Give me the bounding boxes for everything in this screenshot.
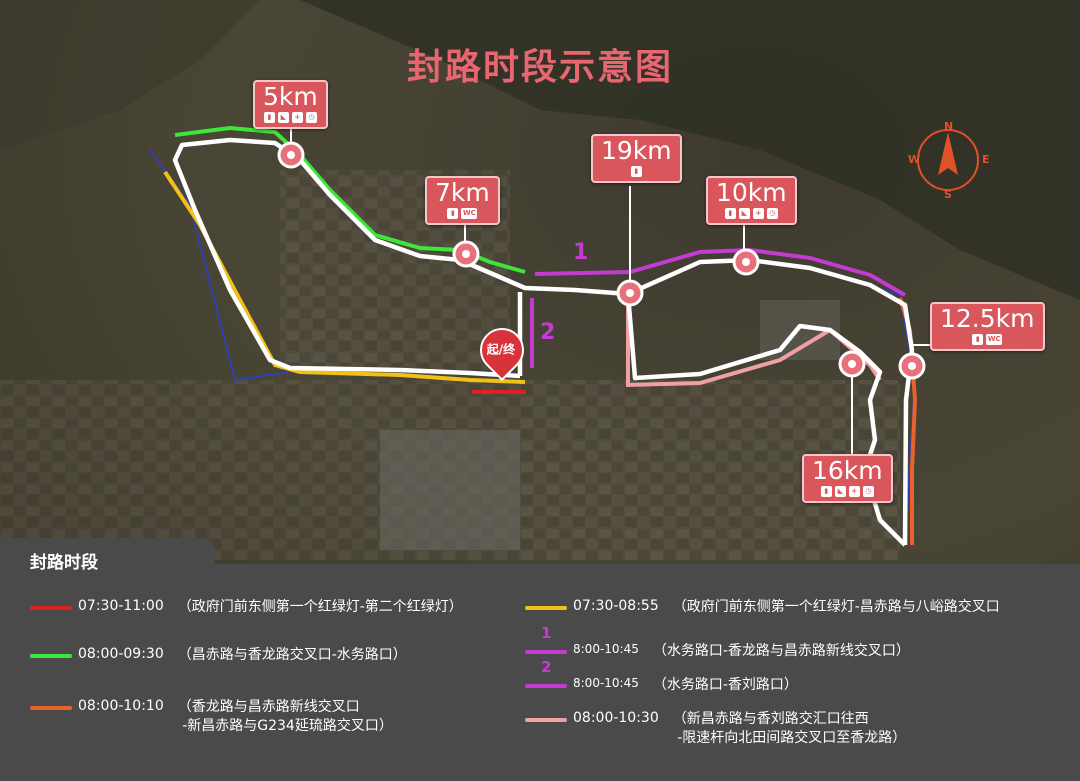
legend-desc: （昌赤路与香龙路交叉口-水务路口） xyxy=(177,647,407,663)
legend-swatch xyxy=(30,706,72,710)
checkpoint-dot xyxy=(452,240,480,268)
legend-number-1: 1 xyxy=(541,624,552,642)
legend-swatch xyxy=(525,650,567,654)
compass-south: S xyxy=(944,188,952,201)
marker-icons: ▮◣+◷ xyxy=(708,208,795,223)
medical-icon: + xyxy=(752,208,764,219)
timer-icon: ◷ xyxy=(862,486,874,497)
legend-desc: （香龙路与昌赤路新线交叉口 -新昌赤路与G234延琉路交叉口） xyxy=(177,699,393,734)
timer-icon: ◷ xyxy=(305,112,317,123)
checkpoint-dot xyxy=(732,248,760,276)
legend-desc: （新昌赤路与香刘路交汇口往西 -限速杆向北田间路交叉口至香龙路） xyxy=(672,711,907,746)
mountain-area xyxy=(300,0,1080,300)
marker-10km: 10km ▮◣+◷ xyxy=(706,176,797,225)
checkpoint-dot xyxy=(838,350,866,378)
shoe-icon: ◣ xyxy=(277,112,289,123)
legend-item: 07:30-08:55 （政府门前东侧第一个红绿灯-昌赤路与八峪路交叉口 xyxy=(525,598,1000,617)
legend-title: 封路时段 xyxy=(30,553,98,573)
legend-swatch xyxy=(525,684,567,688)
water-icon: ▮ xyxy=(630,166,642,177)
route-number-1: 1 xyxy=(573,240,589,265)
shoe-icon: ◣ xyxy=(834,486,846,497)
legend-item: 8:00-10:45 （水务路口-香龙路与昌赤路新线交叉口） xyxy=(525,642,910,661)
marker-distance: 5km xyxy=(263,82,318,111)
water-icon: ▮ xyxy=(447,208,459,219)
timer-icon: ◷ xyxy=(766,208,778,219)
legend-swatch xyxy=(525,718,567,722)
marker-7km: 7km ▮WC xyxy=(425,176,500,225)
start-finish-label: 起/终 xyxy=(486,342,516,357)
compass-north: N xyxy=(944,120,954,133)
legend-time: 08:00-09:30 xyxy=(78,646,164,662)
hills-area xyxy=(0,0,260,150)
marker-12-5km: 12.5km ▮WC xyxy=(930,302,1045,351)
compass-icon xyxy=(917,129,979,191)
compass-east: E xyxy=(982,153,990,166)
legend-item: 8:00-10:45 （水务路口-香刘路口） xyxy=(525,676,798,695)
marker-icons: ▮WC xyxy=(427,208,498,223)
checkpoint-dot xyxy=(277,141,305,169)
legend-item: 08:00-10:10 （香龙路与昌赤路新线交叉口 -新昌赤路与G234延琉路交… xyxy=(30,698,393,736)
wc-icon: WC xyxy=(461,208,478,219)
marker-distance: 7km xyxy=(435,178,490,207)
water-icon: ▮ xyxy=(263,112,275,123)
route-number-2: 2 xyxy=(540,320,556,345)
legend-desc: （政府门前东侧第一个红绿灯-第二个红绿灯） xyxy=(177,599,463,615)
water-icon: ▮ xyxy=(724,208,736,219)
water-icon: ▮ xyxy=(820,486,832,497)
medical-icon: + xyxy=(291,112,303,123)
checkpoint-dot xyxy=(898,352,926,380)
water-icon: ▮ xyxy=(972,334,984,345)
legend-time: 8:00-10:45 xyxy=(573,676,639,690)
marker-distance: 10km xyxy=(716,178,787,207)
legend-swatch xyxy=(30,654,72,658)
legend-desc: （政府门前东侧第一个红绿灯-昌赤路与八峪路交叉口 xyxy=(672,599,1000,615)
marker-icons: ▮ xyxy=(593,166,680,181)
legend-time: 07:30-11:00 xyxy=(78,598,164,614)
legend-time: 07:30-08:55 xyxy=(573,598,659,614)
marker-5km: 5km ▮◣+◷ xyxy=(253,80,328,129)
legend-swatch xyxy=(525,606,567,610)
legend-item: 08:00-09:30 （昌赤路与香龙路交叉口-水务路口） xyxy=(30,646,407,665)
marker-distance: 12.5km xyxy=(940,304,1035,333)
checkpoint-dot xyxy=(616,279,644,307)
legend-swatch xyxy=(30,606,72,610)
compass-west: W xyxy=(908,153,921,166)
legend-item: 08:00-10:30 （新昌赤路与香刘路交汇口往西 -限速杆向北田间路交叉口至… xyxy=(525,710,906,748)
legend-panel xyxy=(0,564,1080,781)
marker-icons: ▮◣+◷ xyxy=(804,486,891,501)
wc-icon: WC xyxy=(986,334,1003,345)
legend-item: 07:30-11:00 （政府门前东侧第一个红绿灯-第二个红绿灯） xyxy=(30,598,463,617)
legend-desc: （水务路口-香龙路与昌赤路新线交叉口） xyxy=(652,643,910,659)
town-area xyxy=(380,430,520,550)
legend-desc: （水务路口-香刘路口） xyxy=(652,677,798,693)
legend-time: 8:00-10:45 xyxy=(573,642,639,656)
legend-time: 08:00-10:10 xyxy=(78,698,164,714)
marker-distance: 19km xyxy=(601,136,672,165)
marker-icons: ▮WC xyxy=(932,334,1043,349)
legend-time: 08:00-10:30 xyxy=(573,710,659,726)
map-title: 封路时段示意图 xyxy=(406,47,673,88)
legend-number-2: 2 xyxy=(541,658,552,676)
marker-distance: 16km xyxy=(812,456,883,485)
marker-icons: ▮◣+◷ xyxy=(255,112,326,127)
route-main xyxy=(172,137,915,546)
medical-icon: + xyxy=(848,486,860,497)
marker-16km: 16km ▮◣+◷ xyxy=(802,454,893,503)
marker-19km: 19km ▮ xyxy=(591,134,682,183)
shoe-icon: ◣ xyxy=(738,208,750,219)
